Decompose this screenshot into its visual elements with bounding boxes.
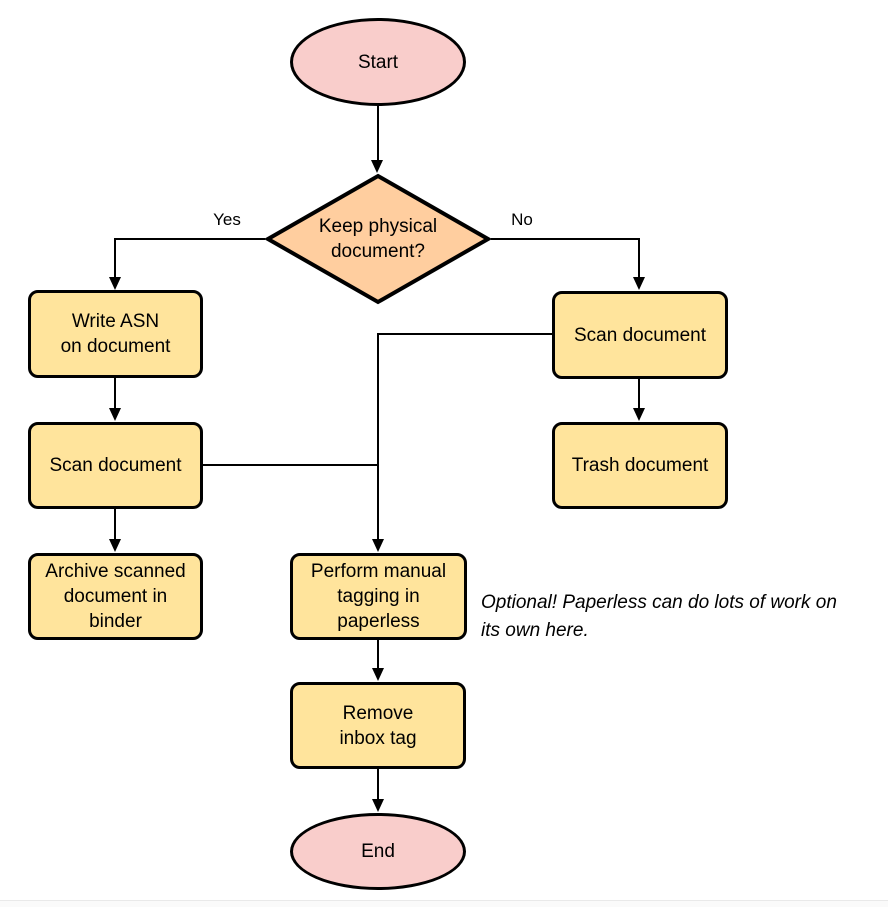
- node-scan-left-label: Scan document: [49, 455, 182, 476]
- edge-scan-to-archive: [114, 509, 116, 540]
- arrowhead-yes: [109, 277, 121, 290]
- edge-no-vertical: [638, 238, 640, 278]
- arrowhead-scan-to-archive: [109, 539, 121, 552]
- node-start: Start: [290, 18, 466, 106]
- node-write-asn-label: Write ASN on document: [60, 311, 171, 357]
- edge-scan-to-trash: [638, 379, 640, 409]
- node-decision-label: Keep physical document?: [318, 216, 438, 262]
- arrowhead-start-to-decision: [371, 160, 383, 173]
- node-end: End: [290, 813, 466, 890]
- decision-diamond-shape: [265, 173, 491, 305]
- arrowhead-remove-to-end: [372, 799, 384, 812]
- arrowhead-to-tagging: [372, 539, 384, 552]
- node-remove-inbox-label: Remove inbox tag: [339, 702, 417, 749]
- annotation-optional-note: Optional! Paperless can do lots of work …: [481, 592, 837, 641]
- node-trash-label: Trash document: [571, 455, 709, 476]
- node-write-asn: Write ASN on document: [28, 290, 203, 378]
- edge-label-yes: Yes: [197, 210, 257, 230]
- edge-tagging-to-remove: [377, 640, 379, 669]
- node-scan-document-left: Scan document: [28, 422, 203, 509]
- node-end-label: End: [361, 841, 395, 862]
- edge-no-horizontal: [491, 238, 640, 240]
- edge-writeasn-to-scan: [114, 378, 116, 409]
- node-tagging-label: Perform manual tagging in paperless: [310, 561, 447, 632]
- arrowhead-scan-to-trash: [633, 408, 645, 421]
- node-remove-inbox-tag: Remove inbox tag: [290, 682, 466, 769]
- arrowhead-no: [633, 277, 645, 290]
- node-archive-document: Archive scanned document in binder: [28, 553, 203, 640]
- node-manual-tagging: Perform manual tagging in paperless: [290, 553, 467, 640]
- arrowhead-tagging-to-remove: [372, 668, 384, 681]
- edge-label-no: No: [492, 210, 552, 230]
- edge-to-tagging-vertical: [377, 333, 379, 540]
- arrowhead-writeasn-to-scan: [109, 408, 121, 421]
- edge-scanleft-to-tagging-horizontal: [203, 464, 379, 466]
- node-scan-right-label: Scan document: [573, 324, 707, 346]
- edge-yes-horizontal: [114, 238, 265, 240]
- edge-yes-vertical: [114, 238, 116, 278]
- node-trash-document: Trash document: [552, 422, 728, 509]
- edge-scanright-to-tagging-horizontal: [377, 333, 552, 335]
- edge-start-to-decision: [377, 106, 379, 160]
- bottom-page-divider: [0, 900, 888, 907]
- edge-remove-to-end: [377, 769, 379, 800]
- node-scan-document-right: Scan document: [552, 291, 728, 379]
- node-decision: Keep physical document?: [265, 173, 491, 305]
- node-archive-label: Archive scanned document in binder: [45, 561, 186, 632]
- node-start-label: Start: [357, 51, 399, 73]
